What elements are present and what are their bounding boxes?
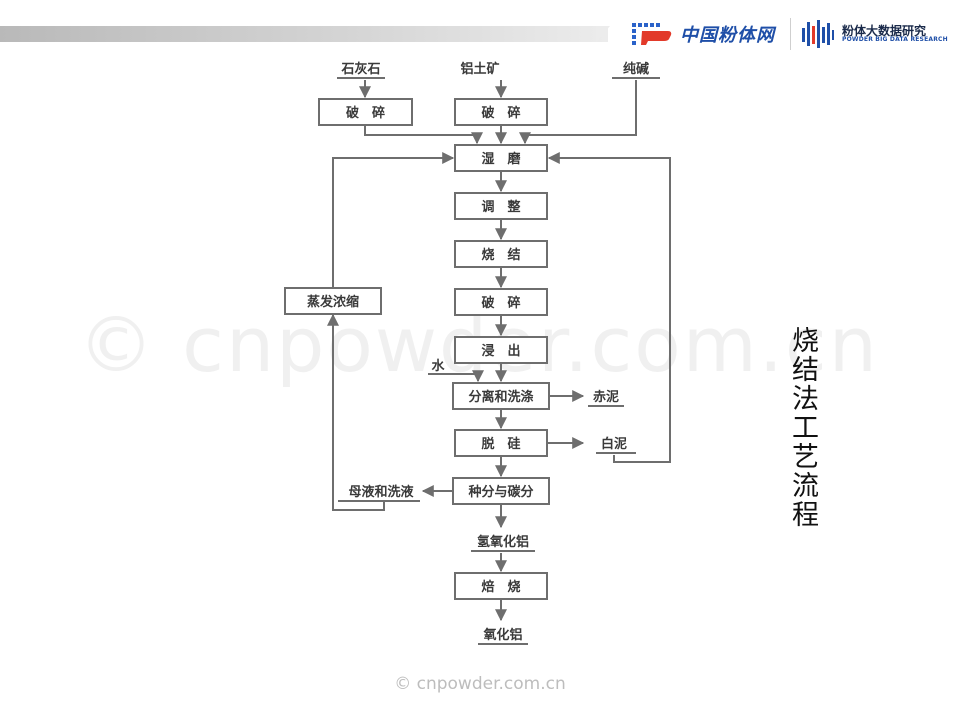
header-band xyxy=(0,26,608,42)
cnpowder-logo: 中国粉体网 xyxy=(630,16,775,52)
input-water: 水 xyxy=(431,358,445,374)
step-crush2-label: 破 碎 xyxy=(481,295,520,311)
output-mother-liquor: 母液和洗液 xyxy=(348,484,413,500)
cnpowder-logo-icon xyxy=(632,23,672,45)
arrow-motherliquor-evaporate xyxy=(327,313,385,511)
input-soda: 纯碱 xyxy=(623,61,649,77)
step-sinter-box xyxy=(454,240,548,268)
arrow-evaporate-to-grind xyxy=(332,152,455,288)
step-separate-label: 分离和洗涤 xyxy=(468,389,533,405)
bar-code-logo-icon xyxy=(802,20,834,48)
step-desilicate-label: 脱 硅 xyxy=(481,436,520,452)
arrow-whitemud-recycle xyxy=(547,152,671,463)
logo-separator xyxy=(790,18,791,50)
step-crush-mid-box xyxy=(454,98,548,126)
footer-copyright: © cnpowder.com.cn xyxy=(394,674,566,694)
brand-right-en: POWDER BIG DATA RESEARCH xyxy=(842,36,948,44)
step-calcine-label: 焙 烧 xyxy=(480,579,520,595)
step-separate-box xyxy=(452,382,550,410)
step-adjust-box xyxy=(454,192,548,220)
step-leach-label: 浸 出 xyxy=(481,343,520,359)
step-crush-left-label: 破 碎 xyxy=(346,105,385,121)
step-evaporate-box xyxy=(284,287,382,315)
step-decompose-label: 种分与碳分 xyxy=(467,484,533,500)
brand-right-cn: 粉体大数据研究 xyxy=(842,23,927,38)
arrow-crush-left-to-grind xyxy=(364,125,483,145)
powder-big-data-logo: 粉体大数据研究 POWDER BIG DATA RESEARCH xyxy=(800,16,948,52)
output-red-mud: 赤泥 xyxy=(593,389,619,405)
header-band-cut xyxy=(596,26,610,42)
brand-left-name: 中国粉体网 xyxy=(680,25,775,46)
step-sinter-label: 烧 结 xyxy=(481,247,520,263)
output-alumina: 氧化铝 xyxy=(482,627,522,643)
vertical-title: 烧结法工艺流程 xyxy=(787,326,818,529)
step-adjust-label: 调 整 xyxy=(481,199,521,215)
step-crush-mid-label: 破 碎 xyxy=(481,105,520,121)
step-wet-grind-label: 湿 磨 xyxy=(481,151,520,167)
input-limestone: 石灰石 xyxy=(340,61,380,77)
step-evaporate-label: 蒸发浓缩 xyxy=(307,294,359,310)
output-hydroxide: 氢氧化铝 xyxy=(477,534,529,550)
input-bauxite: 铝土矿 xyxy=(460,61,499,77)
output-white-mud: 白泥 xyxy=(601,436,627,452)
arrow-soda-to-grind xyxy=(519,80,637,145)
arrow-water-separate xyxy=(428,370,484,383)
